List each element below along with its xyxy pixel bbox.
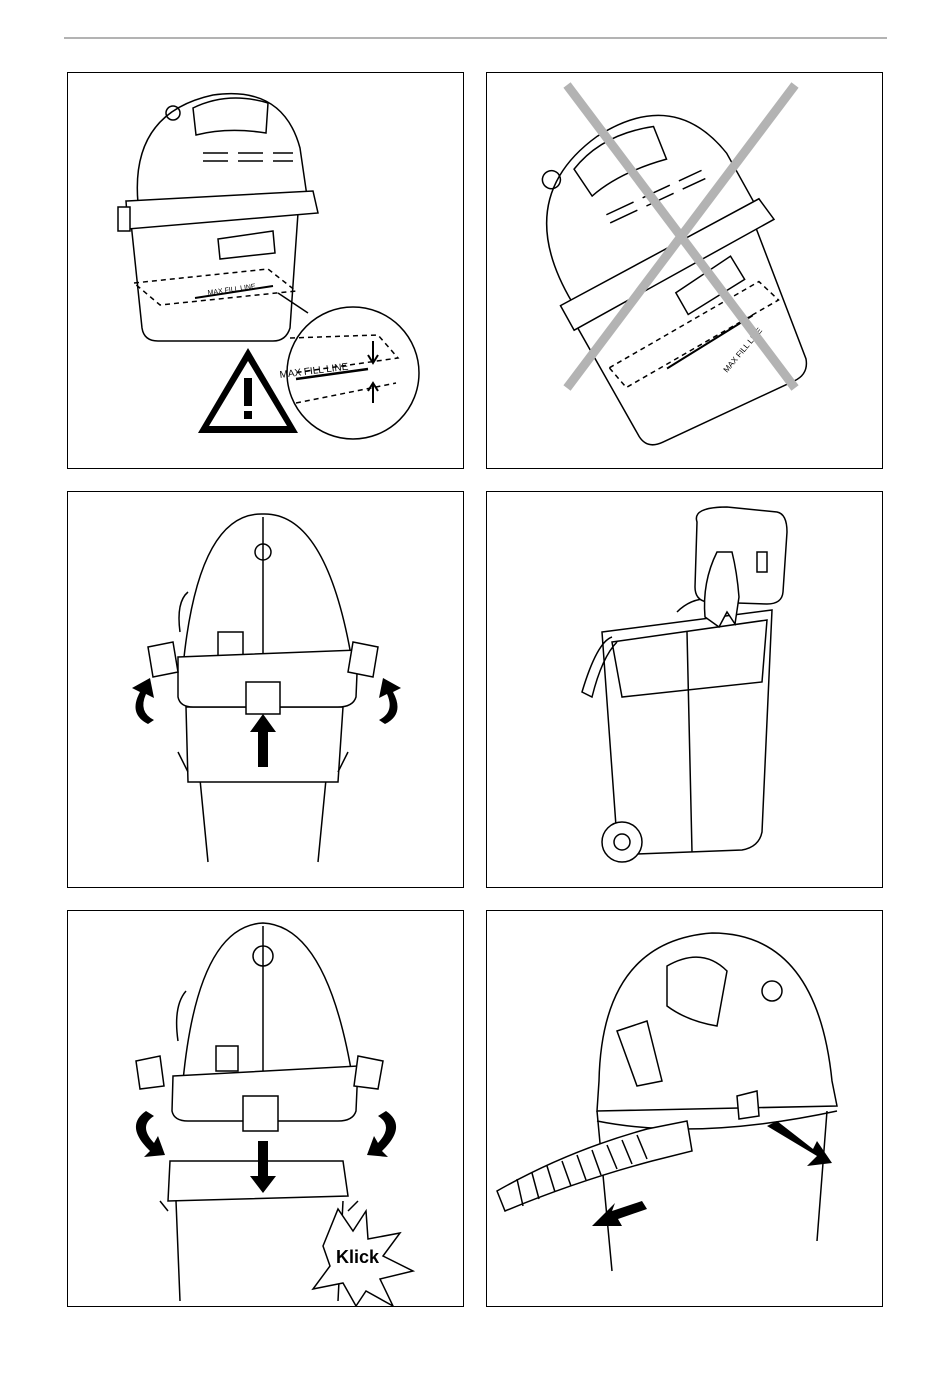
panel-remove-head xyxy=(67,491,464,888)
panel-do-not-tilt: MAX FILL LINE xyxy=(486,72,883,469)
max-fill-illustration: MAX FILL LINE MAX FILL LINE xyxy=(68,73,464,469)
panel-max-fill-line: MAX FILL LINE MAX FILL LINE xyxy=(67,72,464,469)
klick-burst-icon: Klick xyxy=(313,1209,413,1306)
trash-bin-icon xyxy=(582,599,772,862)
replace-head-illustration: Klick xyxy=(68,911,464,1307)
panel-empty-container xyxy=(486,491,883,888)
panel-replace-head: Klick xyxy=(67,910,464,1307)
panel-remove-hose xyxy=(486,910,883,1307)
warning-triangle-icon xyxy=(198,348,298,433)
empty-into-bin-illustration xyxy=(487,492,883,888)
header-rule xyxy=(64,37,887,39)
klick-label: Klick xyxy=(336,1247,380,1267)
remove-hose-illustration xyxy=(487,911,883,1307)
remove-head-illustration xyxy=(68,492,464,888)
tilted-container-illustration: MAX FILL LINE xyxy=(487,73,883,469)
